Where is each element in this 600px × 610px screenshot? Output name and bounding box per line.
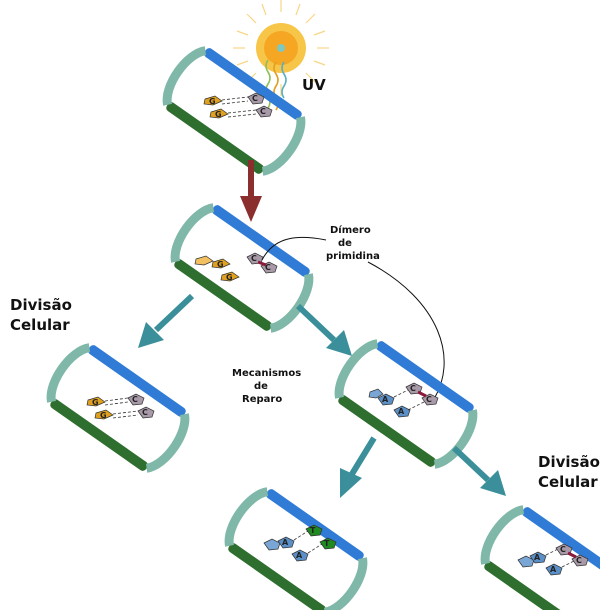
base-g-label: G bbox=[92, 398, 99, 407]
division-label-right: Divisão Celular bbox=[538, 453, 600, 491]
base-g bbox=[203, 95, 223, 106]
base-c-label: C bbox=[252, 94, 258, 103]
base-g-label: G bbox=[217, 260, 224, 269]
base-c-label: C bbox=[576, 556, 582, 565]
base-a-label: A bbox=[550, 565, 557, 574]
dimer-leader-line bbox=[261, 236, 327, 261]
dna-fragment-replicating bbox=[334, 339, 478, 469]
base-pairs-mutated: A A C C bbox=[517, 543, 589, 576]
dna-fragment-damaged bbox=[170, 203, 314, 333]
base-c-label: C bbox=[410, 384, 416, 393]
base-a-label: A bbox=[398, 407, 405, 416]
repair-label-line: Reparo bbox=[242, 394, 282, 405]
base-t-label: T bbox=[310, 526, 316, 535]
division-label-line: Celular bbox=[10, 316, 70, 334]
base-g bbox=[209, 108, 229, 119]
base-g-label: G bbox=[100, 411, 107, 420]
base-c-label: C bbox=[265, 263, 271, 272]
division-label-left: Divisão Celular bbox=[10, 296, 72, 334]
dna-backbone-bottom bbox=[166, 102, 264, 174]
repair-label-line: de bbox=[254, 381, 268, 392]
uv-label: UV bbox=[302, 76, 326, 94]
dna-fragment-mutated bbox=[480, 505, 600, 610]
base-pairs-repaired: A A T T bbox=[263, 524, 337, 562]
base-g bbox=[211, 258, 231, 269]
base-c-label: C bbox=[251, 254, 257, 263]
repair-label-line: Mecanismos bbox=[232, 368, 301, 379]
base-g-label: G bbox=[209, 97, 216, 106]
dimer-label-line: primidina bbox=[326, 251, 380, 262]
dna-backbone-top bbox=[204, 48, 302, 120]
base-a-label: A bbox=[382, 395, 389, 404]
dna-fragment-repaired bbox=[224, 487, 368, 610]
base-g-label: G bbox=[226, 273, 233, 282]
base-pairs-left-product: G G C C bbox=[86, 393, 155, 420]
division-label-line: Divisão bbox=[10, 296, 72, 314]
base-g-label: G bbox=[215, 110, 222, 119]
division-label-line: Celular bbox=[538, 473, 598, 491]
base-c-label: C bbox=[132, 395, 138, 404]
repair-label: Mecanismos de Reparo bbox=[232, 368, 301, 405]
base-c bbox=[255, 105, 273, 118]
dimer-label-line: Dímero bbox=[330, 224, 371, 236]
base-c-label: C bbox=[142, 408, 148, 417]
division-label-line: Divisão bbox=[538, 453, 600, 471]
base-a-label: A bbox=[296, 551, 303, 560]
uv-damage-arrow bbox=[240, 160, 262, 222]
base-pairs-damaged: G G C C bbox=[194, 252, 278, 282]
base-g bbox=[220, 271, 240, 282]
base-pairs-replicating: A A C C bbox=[368, 382, 439, 418]
base-c-label: C bbox=[260, 107, 266, 116]
dna-fragment-left-product bbox=[46, 343, 190, 473]
dimer-label-line: de bbox=[338, 238, 352, 249]
pyrimidine-dimer-bond bbox=[257, 260, 267, 267]
base-t-label: T bbox=[324, 539, 330, 548]
base-pairs-original: G G C C bbox=[203, 92, 273, 119]
arrow-to-mutated bbox=[451, 445, 506, 496]
arrow-to-repair bbox=[295, 303, 352, 356]
base-c-label: C bbox=[426, 395, 432, 404]
dna-fragment-original bbox=[162, 46, 306, 176]
arrow-to-repaired bbox=[340, 436, 377, 498]
dimer-label: Dímero de primidina bbox=[326, 224, 380, 262]
base-c-label: C bbox=[560, 545, 566, 554]
arrow-to-division-left bbox=[138, 293, 195, 348]
base-c bbox=[247, 92, 265, 105]
base-a-label: A bbox=[534, 553, 541, 562]
base-a-label: A bbox=[282, 538, 289, 547]
